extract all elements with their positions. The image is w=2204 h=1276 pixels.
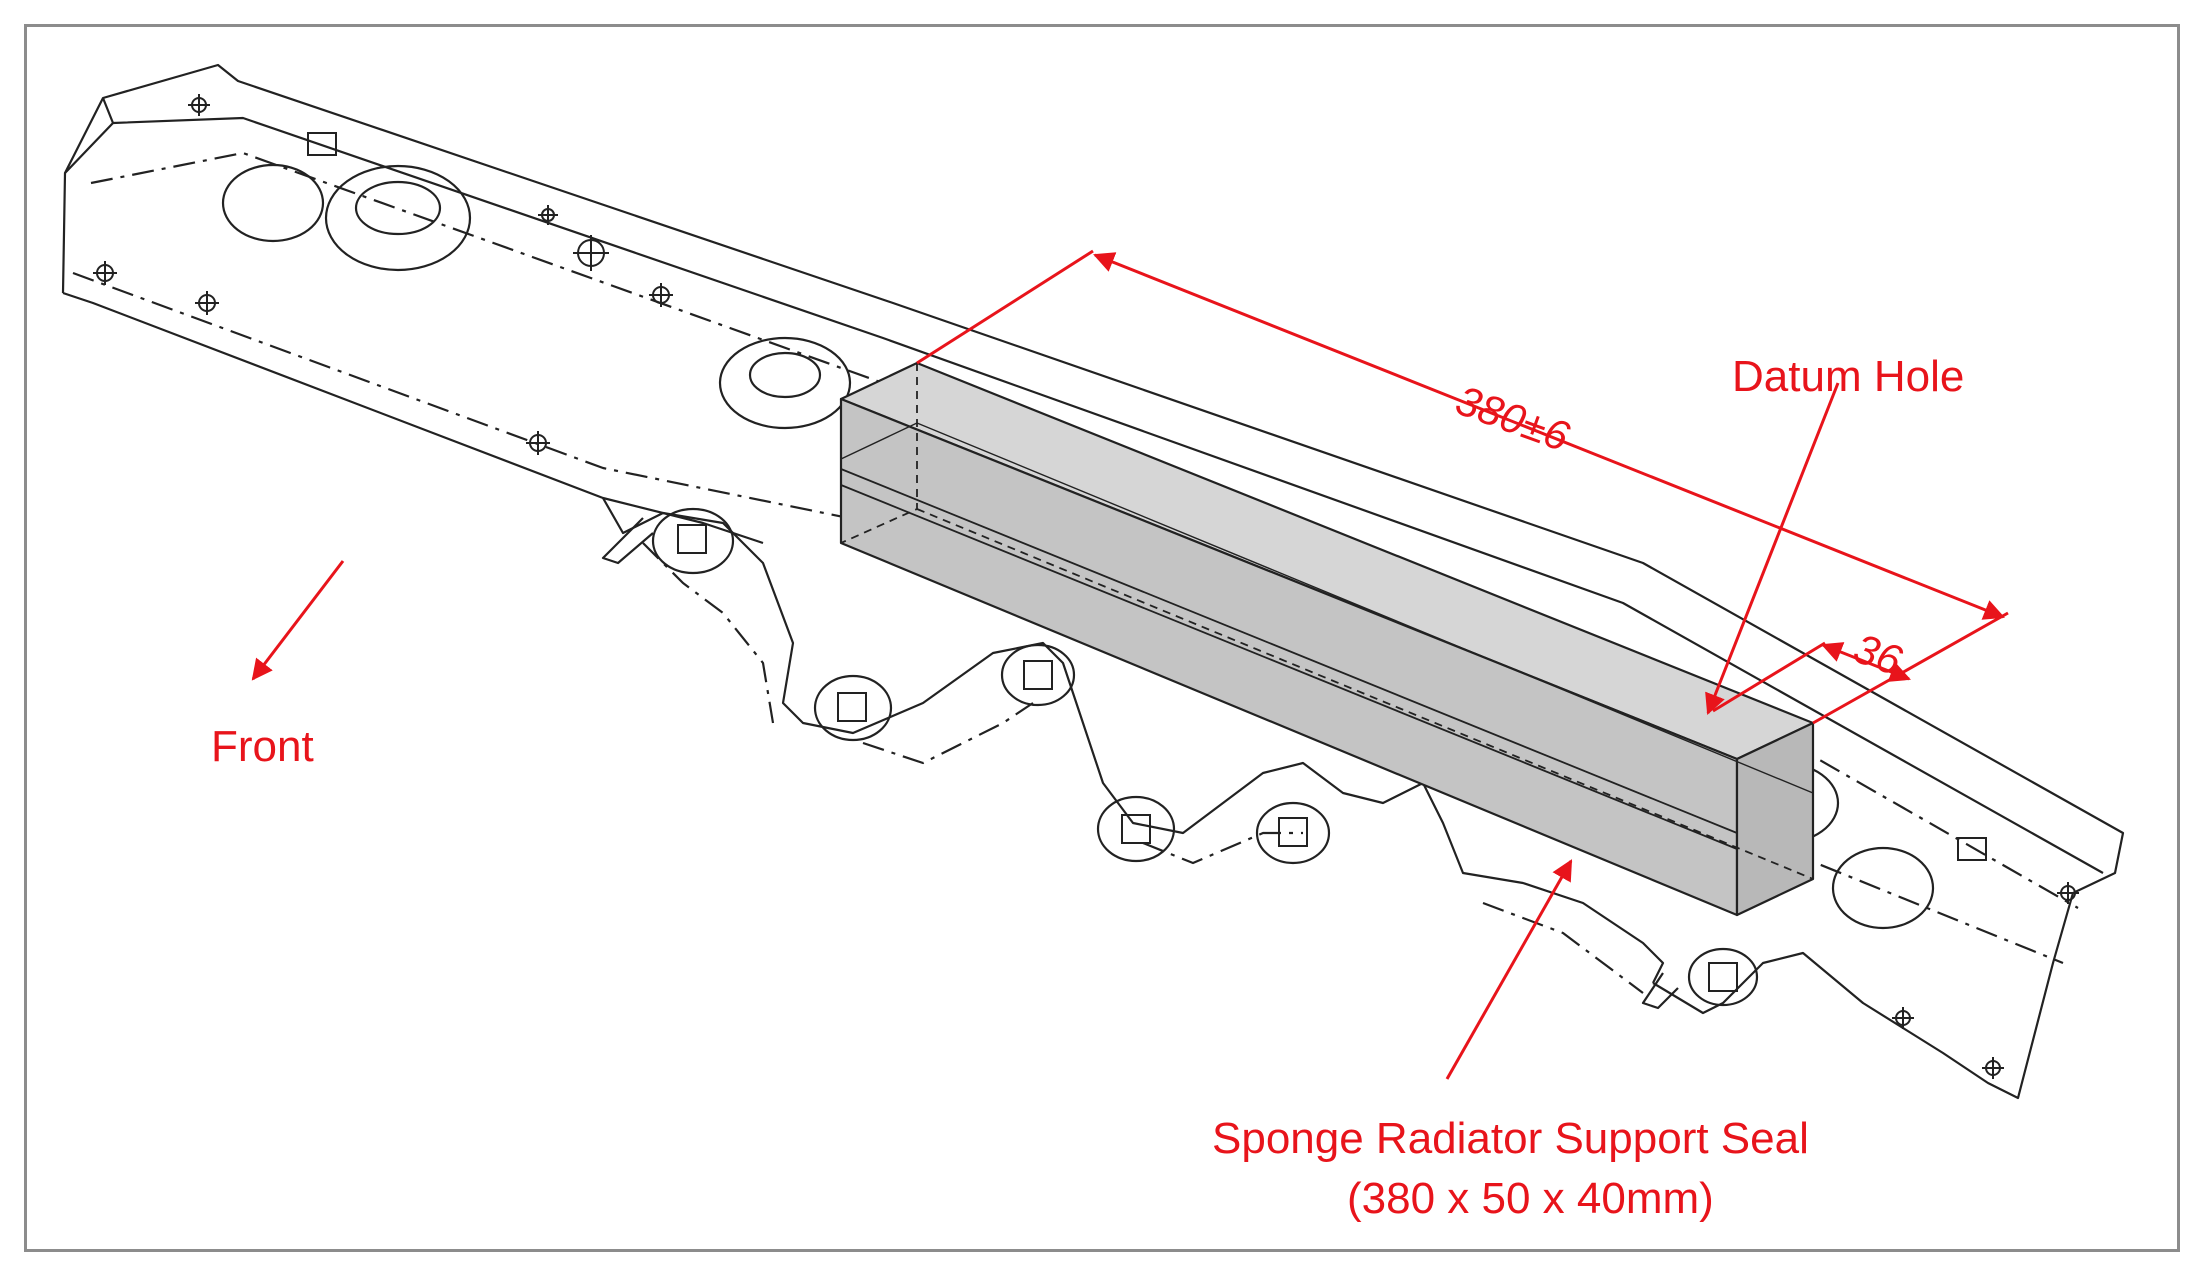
figure-frame: Datum Hole Front Sponge Radiator Support…	[24, 24, 2180, 1252]
length-extension-left	[916, 249, 1094, 365]
offset-dimension-line	[1821, 642, 1911, 682]
length-extension-right	[1812, 611, 2009, 725]
seal-leader	[1445, 859, 1573, 1080]
seal-dimensions-label: (380 x 50 x 40mm)	[1347, 1174, 1714, 1223]
sponge-seal-block	[839, 361, 1815, 917]
technical-drawing	[61, 63, 2125, 1100]
offset-extension-left	[1712, 641, 1826, 713]
frame-circular-features	[221, 163, 1935, 1007]
seal-name-label: Sponge Radiator Support Seal	[1212, 1114, 1809, 1163]
front-direction-arrow	[251, 560, 345, 681]
annotations	[251, 249, 2009, 1080]
length-dimension-line	[1093, 252, 2005, 620]
datum-hole-label: Datum Hole	[1732, 352, 1965, 401]
datum-hole-leader	[1705, 382, 1840, 715]
front-label: Front	[211, 722, 314, 771]
